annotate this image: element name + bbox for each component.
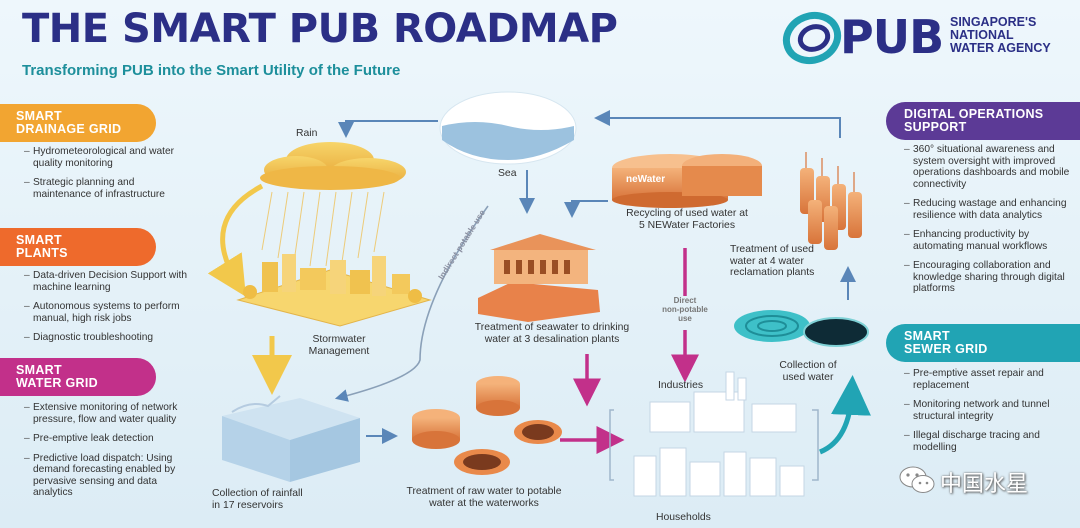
list-item: Encouraging collaboration and knowledge …: [904, 260, 1076, 295]
newater-sign: neWater: [626, 174, 665, 185]
smart-water-grid-list: Extensive monitoring of network pressure…: [24, 402, 196, 507]
wechat-watermark: 中国水星: [898, 464, 1058, 498]
list-item: Autonomous systems to perform manual, hi…: [24, 301, 196, 324]
list-item: Pre-emptive asset repair and replacement: [904, 368, 1076, 391]
list-item: Pre-emptive leak detection: [24, 433, 196, 445]
desalination-illustration: [478, 234, 600, 322]
page-subtitle: Transforming PUB into the Smart Utility …: [22, 62, 401, 79]
industries-illustration: [649, 371, 797, 433]
smart-drainage-grid-list: Hydrometeorological and water quality mo…: [24, 146, 194, 208]
list-item: Enhancing productivity by automating man…: [904, 229, 1076, 252]
used-water-collection: [734, 310, 869, 347]
wechat-icon: [899, 466, 935, 493]
smart-plants-list: Data-driven Decision Support with machin…: [24, 270, 196, 352]
digital-operations-list: 360° situational awareness and system ov…: [904, 144, 1076, 303]
pub-swirl-icon: [782, 11, 842, 65]
logo-tagline: SINGAPORE'S NATIONAL WATER AGENCY: [950, 15, 1051, 55]
list-item: Reducing wastage and enhancing resilienc…: [904, 198, 1076, 221]
list-item: Data-driven Decision Support with machin…: [24, 270, 196, 293]
list-item: Predictive load dispatch: Using demand f…: [24, 453, 196, 499]
reclamation-towers: [800, 168, 862, 250]
logo-wordmark: PUB: [840, 10, 944, 64]
list-item: Diagnostic troubleshooting: [24, 332, 196, 344]
list-item: Hydrometeorological and water quality mo…: [24, 146, 194, 169]
households-illustration: [633, 447, 805, 497]
stormwater-city: [236, 254, 432, 327]
smart-sewer-grid-list: Pre-emptive asset repair and replacement…: [904, 368, 1076, 461]
list-item: Extensive monitoring of network pressure…: [24, 402, 196, 425]
watermark-text: 中国水星: [940, 472, 1029, 497]
list-item: Strategic planning and maintenance of in…: [24, 177, 194, 200]
rain-cloud: [260, 142, 406, 190]
industries-label: Industries: [658, 380, 704, 391]
rain-label: Rain: [296, 128, 318, 139]
sea-label: Sea: [498, 168, 517, 179]
pub-logo: PUB SINGAPORE'S NATIONAL WATER AGENCY: [782, 8, 1072, 68]
list-item: 360° situational awareness and system ov…: [904, 144, 1076, 190]
reservoir-illustration: [222, 395, 360, 482]
list-item: Illegal discharge tracing and modelling: [904, 430, 1076, 453]
waterworks-illustration: [412, 376, 562, 475]
list-item: Monitoring network and tunnel structural…: [904, 399, 1076, 422]
page-title: THE SMART PUB ROADMAP: [22, 6, 618, 52]
sea-illustration: [439, 91, 577, 165]
newater-factory: [612, 154, 762, 208]
households-label: Households: [656, 512, 711, 523]
